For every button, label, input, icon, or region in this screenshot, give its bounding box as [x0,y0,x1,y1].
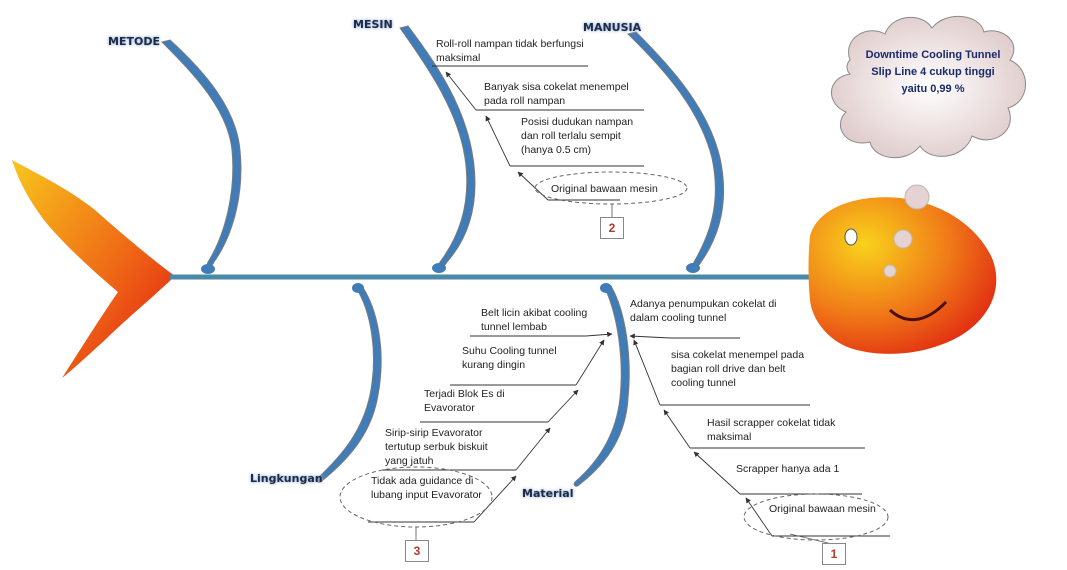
fish-mouth [888,300,948,322]
material-root-cause-oval [743,493,889,541]
mesin-cause-lines [432,65,644,201]
bone-lingkungan-joint [352,283,364,293]
bone-material-joint [600,283,612,293]
mesin-root-cause-oval [534,171,688,205]
marker-connectors [415,204,833,545]
mesin-cause-1: Roll-roll nampan tidak berfungsi maksima… [436,38,584,64]
category-lingkungan: Lingkungan [250,472,323,485]
material-cause-5: Original bawaan mesin [769,503,876,515]
root-marker-3: 3 [405,540,429,562]
mesin-cause-4: Original bawaan mesin [551,183,658,195]
category-manusia: MANUSIA [583,21,642,34]
thought-bubble-large [904,184,930,210]
material-cause-2: sisa cokelat menempel pada bagian roll d… [671,349,805,389]
material-cause-3: Hasil scrapper cokelat tidak maksimal [707,417,836,443]
fish-eye [844,228,858,246]
mesin-cause-3: Posisi dudukan nampan dan roll terlalu s… [521,116,634,156]
bone-lingkungan [316,285,382,483]
category-mesin: MESIN [353,18,393,31]
bone-mesin-joint [432,263,446,273]
thought-bubble-small [883,264,897,278]
category-metode: METODE [108,35,160,48]
effect-statement: Downtime Cooling Tunnel Slip Line 4 cuku… [865,49,1001,95]
lingkungan-cause-lines [368,331,613,523]
lingkungan-cause-4: Sirip-sirip Evavorator tertutup serbuk b… [385,427,488,467]
thought-bubble-medium [893,229,913,249]
fish-tail [12,160,175,378]
lingkungan-cause-5: Tidak ada guidance di lubang input Evavo… [371,475,482,501]
bone-metode [161,39,242,267]
root-marker-2: 2 [600,217,624,239]
effect-cloud [831,15,1026,159]
lingkungan-cause-2: Suhu Cooling tunnel kurang dingin [462,345,557,371]
lingkungan-cause-1: Belt licin akibat cooling tunnel lembab [481,307,588,333]
mesin-cause-2: Banyak sisa cokelat menempel pada roll n… [484,81,629,107]
fish-head [808,197,997,354]
material-cause-lines [629,333,890,537]
bone-material [573,285,630,487]
lingkungan-cause-3: Terjadi Blok Es di Evavorator [424,388,505,414]
root-marker-1: 1 [822,543,846,565]
material-cause-4: Scrapper hanya ada 1 [736,463,840,475]
bone-manusia-joint [686,263,700,273]
category-material: Material [522,487,574,500]
bone-metode-joint [201,264,215,274]
material-cause-1: Adanya penumpukan cokelat di dalam cooli… [630,298,777,324]
